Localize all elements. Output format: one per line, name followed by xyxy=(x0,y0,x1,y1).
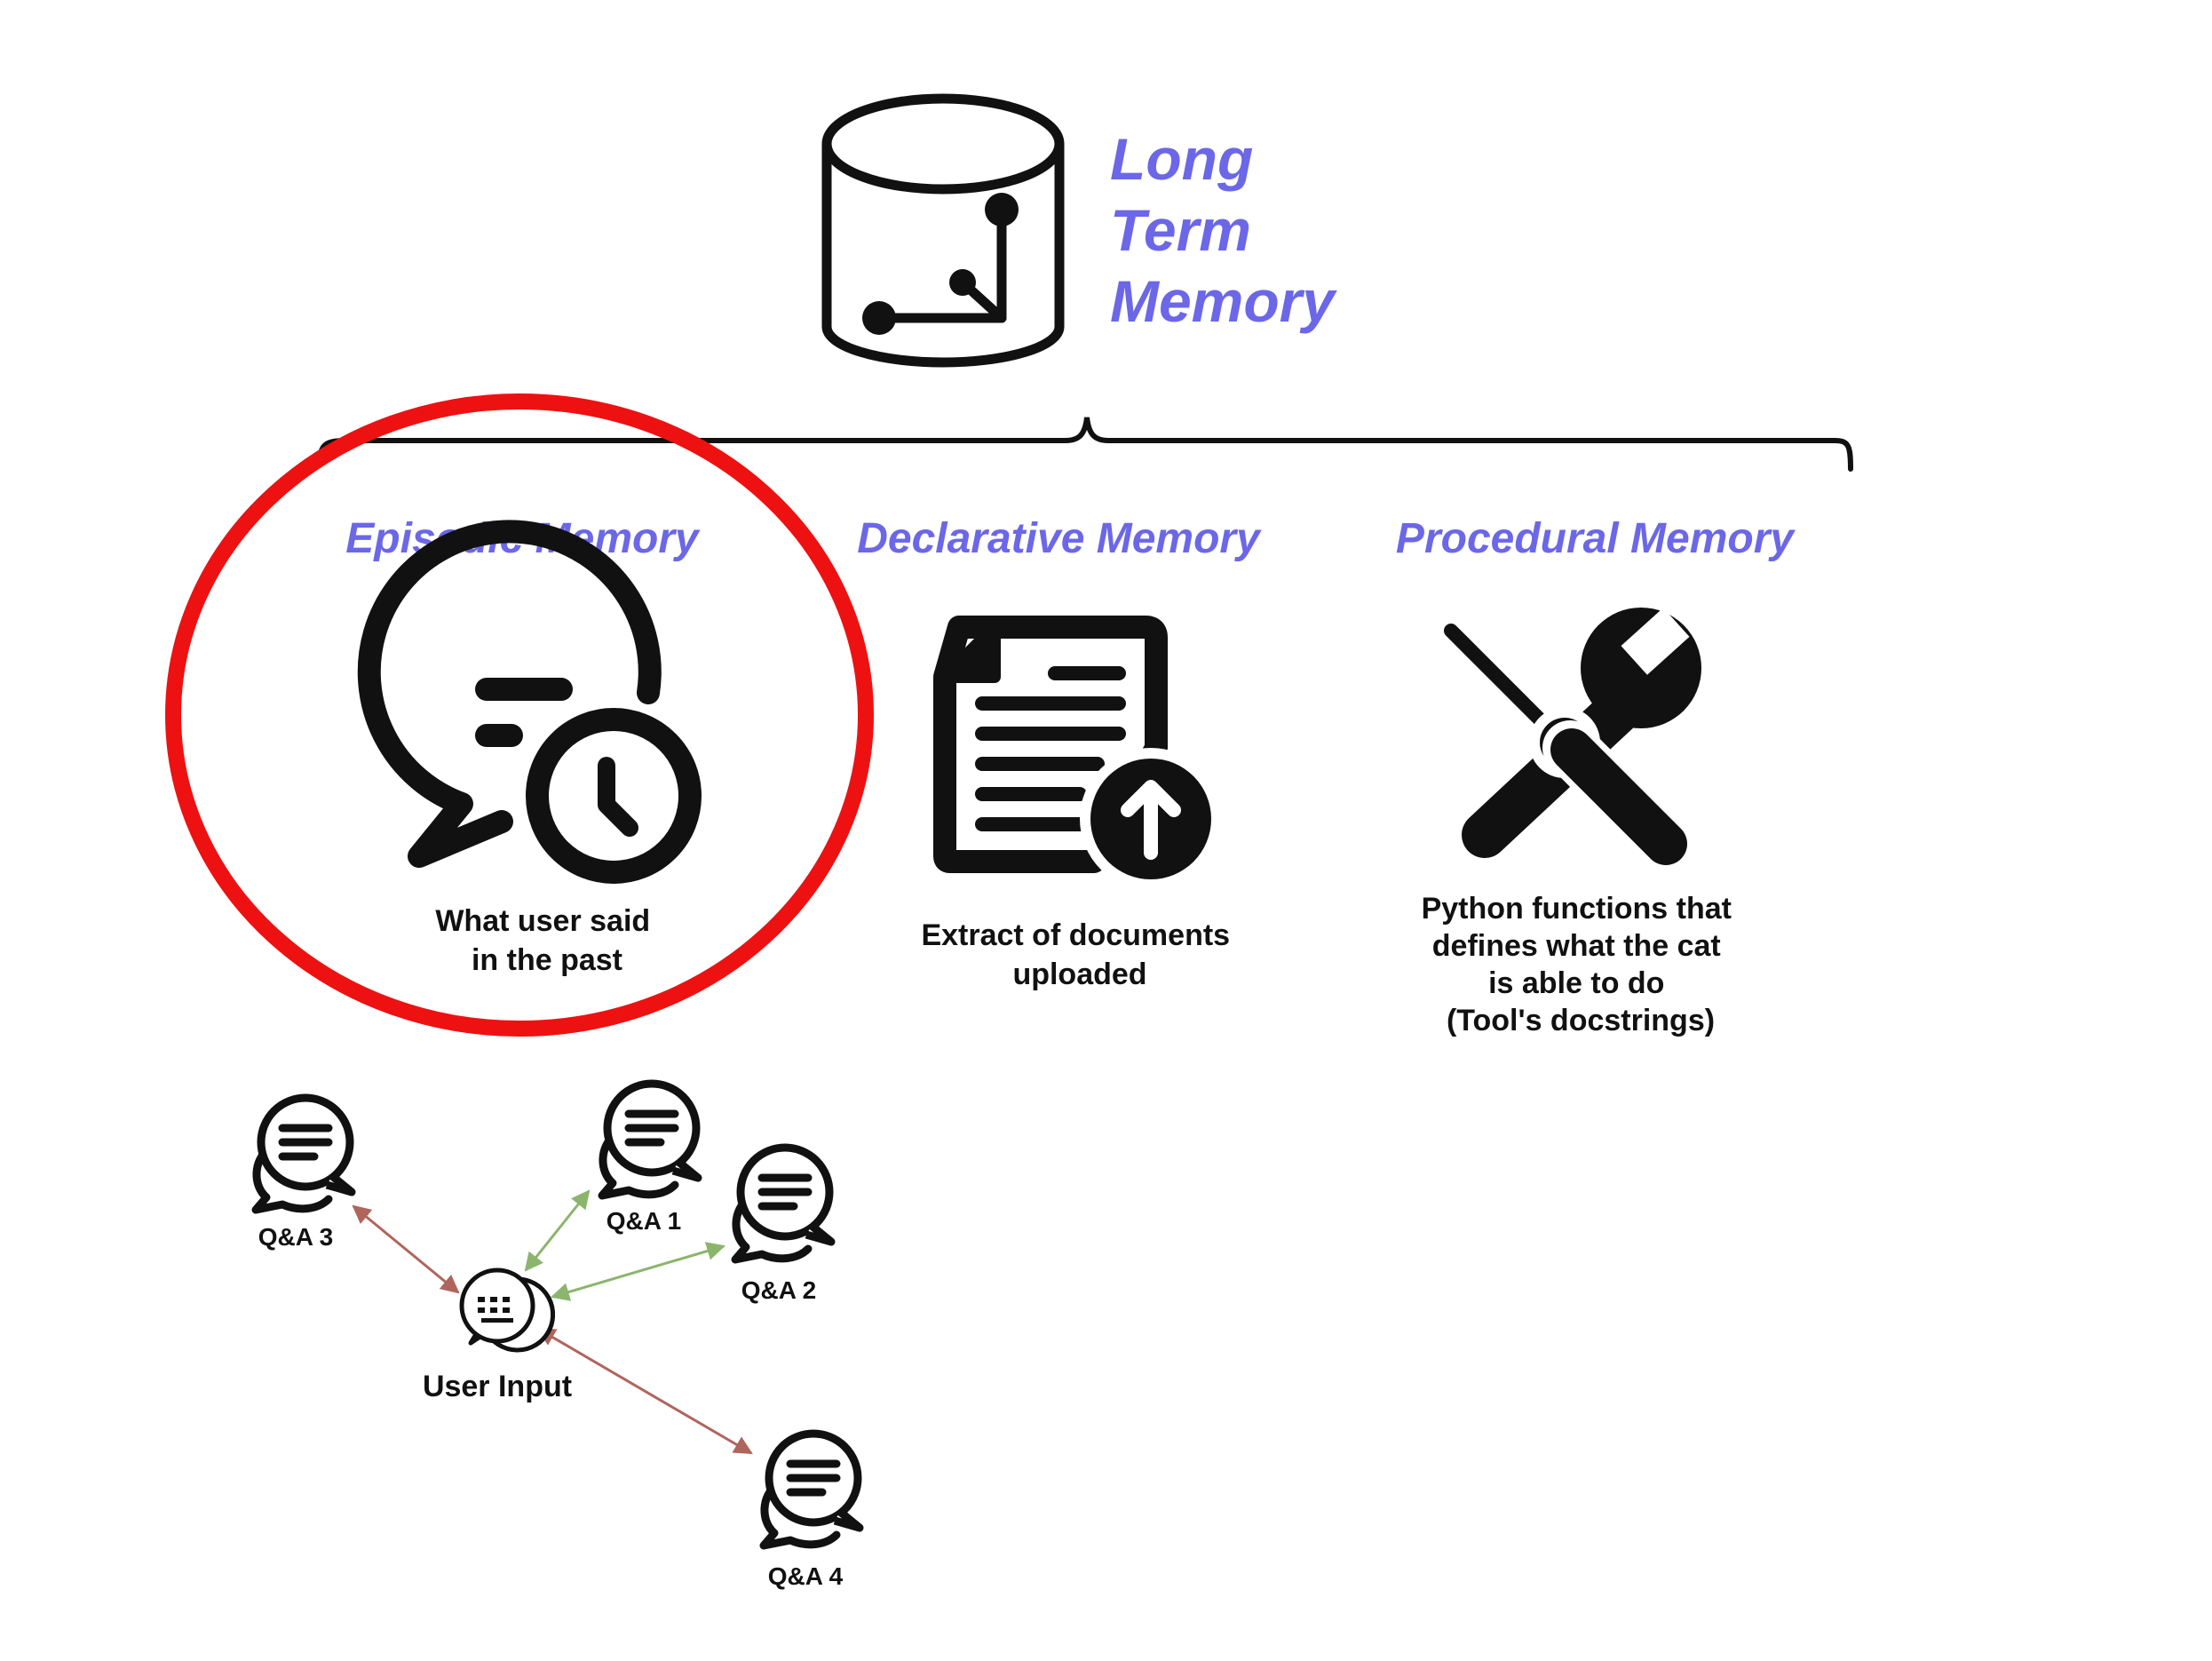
arrow-qa4 xyxy=(536,1327,753,1455)
title-line: Memory xyxy=(1110,268,1337,334)
user-input-label: User Input xyxy=(423,1370,572,1403)
qa-label: Q&A 3 xyxy=(258,1223,334,1251)
chat-bubbles-icon xyxy=(764,1434,860,1546)
qa-label: Q&A 1 xyxy=(607,1207,682,1235)
qa-label: Q&A 4 xyxy=(768,1562,844,1590)
arrow-qa2 xyxy=(550,1242,726,1301)
chat-bubbles-icon xyxy=(256,1098,352,1210)
keyboard-chat-icon xyxy=(459,1268,556,1353)
database-graph-icon xyxy=(821,93,1065,368)
wrench-screwdriver-icon xyxy=(1444,608,1701,871)
procedural-memory-title: Procedural Memory xyxy=(1396,515,1796,562)
arrow-qa1 xyxy=(524,1189,591,1272)
document-upload-icon xyxy=(933,616,1222,890)
caption-line: (Tool's docstrings) xyxy=(1447,1004,1715,1037)
caption-line: Extract of documents xyxy=(921,918,1230,952)
procedural-caption: Python functions that defines what the c… xyxy=(1422,892,1740,1037)
chat-bubbles-icon xyxy=(735,1148,831,1260)
qa-label: Q&A 2 xyxy=(741,1276,817,1304)
arrow-qa3 xyxy=(352,1204,460,1294)
caption-line: What user said xyxy=(435,904,650,938)
caption-line: defines what the cat xyxy=(1432,929,1721,963)
caption-line: in the past xyxy=(472,943,622,977)
chat-bubbles-icon xyxy=(602,1084,698,1196)
caption-line: Python functions that xyxy=(1422,892,1732,926)
chat-clock-icon xyxy=(357,520,710,893)
declarative-caption: Extract of documents uploaded xyxy=(921,918,1238,991)
retrieval-arrows xyxy=(352,1189,753,1455)
caption-line: is able to do xyxy=(1488,966,1664,1000)
highlight-ellipse xyxy=(165,393,874,1037)
long-term-memory-title: Long Term Memory xyxy=(1110,126,1337,334)
title-line: Long xyxy=(1110,126,1253,192)
title-line: Term xyxy=(1110,197,1251,263)
episodic-caption: What user said in the past xyxy=(435,904,658,977)
caption-line: uploaded xyxy=(1012,958,1146,991)
grouping-brace xyxy=(317,417,1853,472)
declarative-memory-title: Declarative Memory xyxy=(857,515,1262,562)
